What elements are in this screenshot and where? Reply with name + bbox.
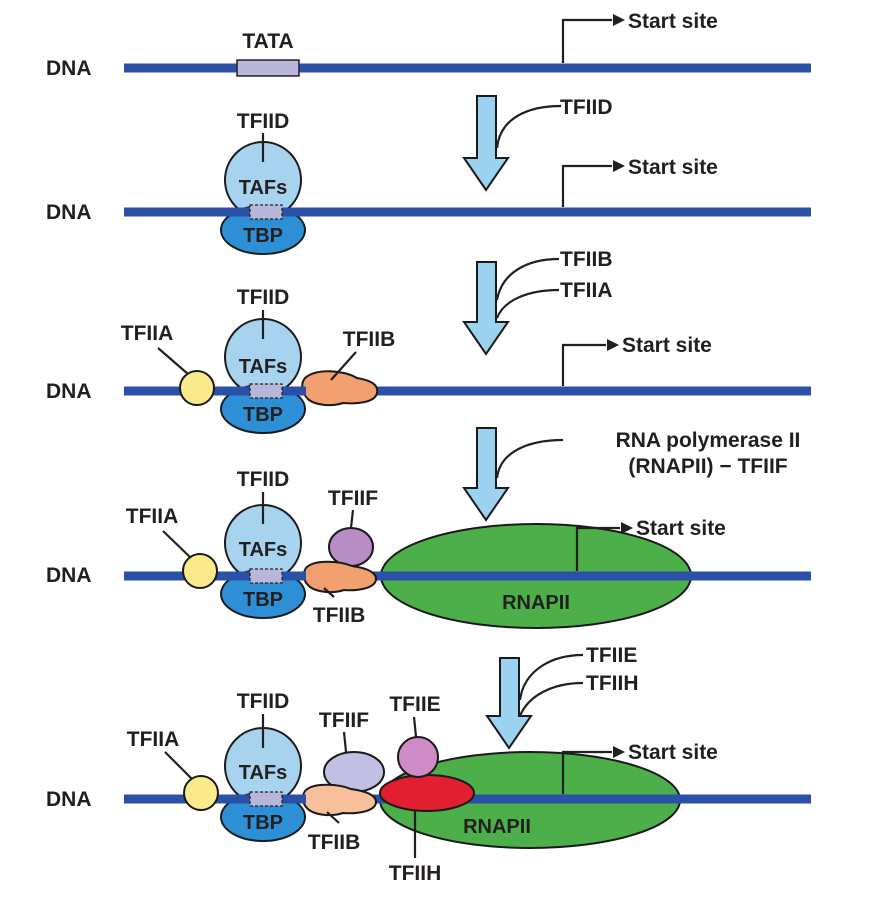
transition-arrow-1: TFIID <box>462 95 613 192</box>
addition-pointer-a <box>495 288 560 319</box>
tfiia-label: TFIIA <box>121 322 174 345</box>
tfiib-label: TFIIB <box>313 604 366 627</box>
tfiib-label: TFIIB <box>343 328 396 351</box>
tfiia-pointer <box>157 347 189 375</box>
start-site-arrow <box>561 18 612 63</box>
tafs-label: TAFs <box>239 539 288 561</box>
down-arrow <box>462 427 510 522</box>
step-1-promoter: DNA TATA Start site <box>46 10 811 80</box>
down-arrow <box>462 95 510 192</box>
addition-pointer-h <box>518 681 584 717</box>
rnapol-line1-label: RNA polymerase II <box>616 429 801 452</box>
tfiif-pointer <box>349 509 355 529</box>
tfiie-pointer <box>412 716 418 738</box>
tfiie-subunit <box>397 736 439 778</box>
start-site-label: Start site <box>628 156 718 179</box>
tfiib-label: TFIIB <box>308 831 361 854</box>
tfiia-pointer <box>162 530 192 559</box>
tfiid-added-label: TFIID <box>560 96 613 119</box>
tfiib-pointer <box>326 811 340 824</box>
down-arrow <box>462 261 510 356</box>
tafs-label: TAFs <box>239 356 288 378</box>
step-5-preinitiation-complex: DNA TAFs TBP RNAPII TFIID TFIIA TFIIF TF… <box>46 690 811 885</box>
tfiih-added-label: TFIIH <box>586 672 639 695</box>
dna-label: DNA <box>46 380 92 403</box>
tfiid-label: TFIID <box>237 286 290 309</box>
addition-pointer-b <box>495 257 560 301</box>
tata-label: TATA <box>242 30 293 53</box>
step-3-tfiia-tfiib-bound: DNA TAFs TBP TFIID TFIIA TFIIB Start sit… <box>46 286 811 434</box>
tfiia-subunit <box>183 775 219 811</box>
transition-arrow-2: TFIIB TFIIA <box>462 248 613 356</box>
tata-box <box>249 204 283 220</box>
start-site-label: Start site <box>628 10 718 33</box>
tfiib-subunit <box>301 370 379 407</box>
start-site-label: Start site <box>628 741 718 764</box>
addition-pointer-e <box>518 653 584 701</box>
tfiib-pointer <box>323 587 335 598</box>
tbp-label: TBP <box>243 225 283 247</box>
tfiid-label: TFIID <box>237 690 290 713</box>
tfiia-subunit <box>179 370 215 406</box>
tfiia-label: TFIIA <box>127 728 180 751</box>
tfiie-added-label: TFIIE <box>586 644 637 667</box>
tata-box <box>249 568 283 584</box>
tafs-label: TAFs <box>239 762 288 784</box>
tfiia-label: TFIIA <box>126 505 179 528</box>
tfiif-label: TFIIF <box>319 709 369 732</box>
tfiif-subunit <box>328 527 374 567</box>
tfiib-pointer <box>330 351 357 381</box>
tfiid-label: TFIID <box>237 110 290 133</box>
tfiia-added-label: TFIIA <box>560 279 613 302</box>
tfiib-subunit <box>302 560 378 594</box>
dna-label: DNA <box>46 564 92 587</box>
step-2-tfiid-bound: DNA TAFs TBP TFIID Start site <box>46 110 811 255</box>
down-arrow <box>485 657 533 750</box>
tfiih-subunit <box>379 774 475 812</box>
tfiie-label: TFIIE <box>389 693 440 716</box>
step-4-rnapii-tfiif-bound: DNA TAFs TBP RNAPII TFIID TFIIA TFIIF TF… <box>46 468 811 629</box>
start-site-label: Start site <box>636 517 726 540</box>
start-site-arrow <box>561 164 612 207</box>
transition-arrow-4: TFIIE TFIIH <box>485 644 639 750</box>
start-site-arrow <box>561 343 606 386</box>
start-site-arrow <box>575 526 620 571</box>
tfiib-subunit <box>301 783 377 817</box>
rnapii-label: RNAPII <box>463 816 531 838</box>
start-site-arrow <box>561 750 612 794</box>
rnapol-line2-label: (RNAPII) − TFIIF <box>628 455 787 478</box>
tata-box <box>236 59 300 77</box>
dna-label: DNA <box>46 788 92 811</box>
dna-label: DNA <box>46 57 92 80</box>
tfiia-pointer <box>164 751 193 780</box>
tfiia-subunit <box>182 553 218 589</box>
tfiid-label: TFIID <box>237 468 290 491</box>
rnapii-label: RNAPII <box>502 592 570 614</box>
tfiif-pointer <box>342 731 348 753</box>
start-site-label: Start site <box>622 334 712 357</box>
transition-arrow-3: RNA polymerase II (RNAPII) − TFIIF <box>462 427 801 522</box>
addition-pointer <box>495 104 562 149</box>
tfiif-label: TFIIF <box>328 487 378 510</box>
dna-label: DNA <box>46 201 92 224</box>
tfiib-added-label: TFIIB <box>560 248 613 271</box>
tbp-label: TBP <box>243 589 283 611</box>
tata-box <box>249 383 283 399</box>
tafs-label: TAFs <box>239 177 288 199</box>
tbp-label: TBP <box>243 812 283 834</box>
addition-pointer <box>495 438 564 479</box>
tbp-label: TBP <box>243 404 283 426</box>
tata-box <box>249 791 283 807</box>
tfiih-label: TFIIH <box>389 862 442 885</box>
